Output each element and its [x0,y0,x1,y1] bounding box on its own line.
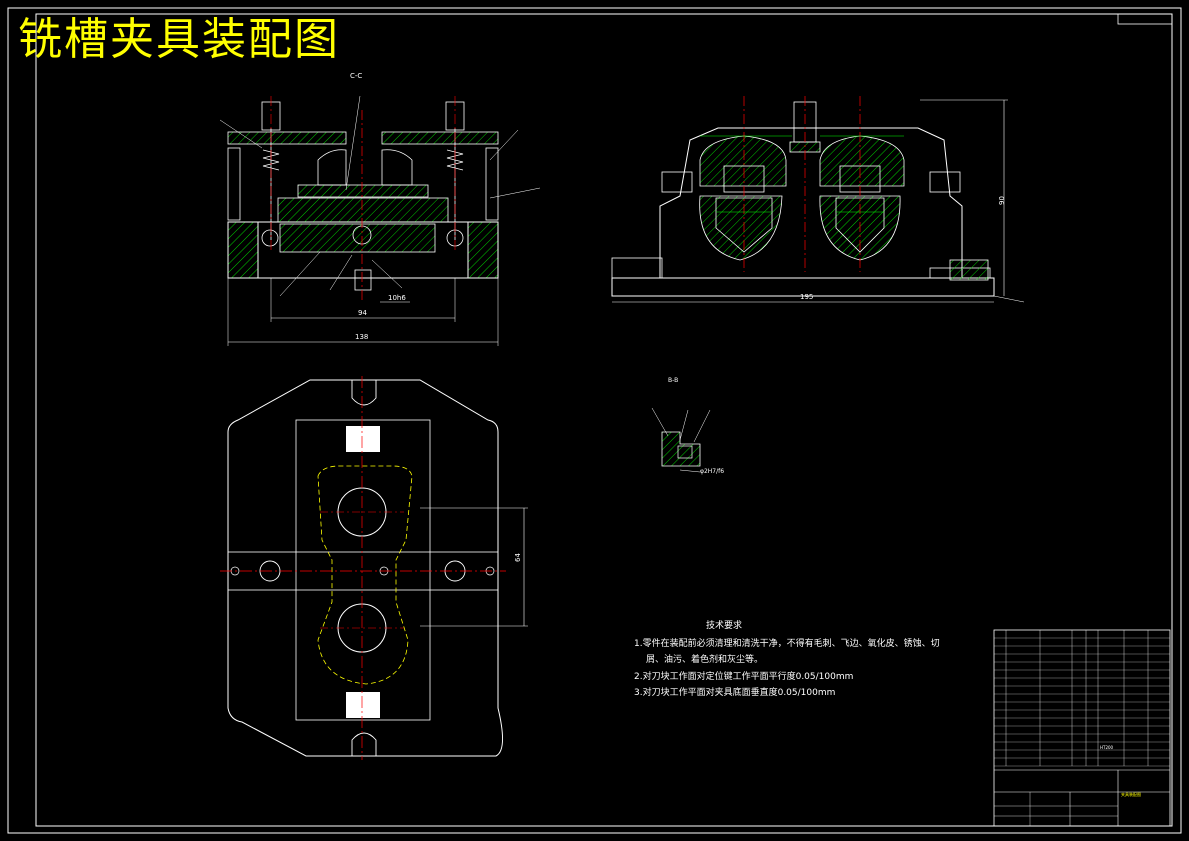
side-height-dim: 90 [998,196,1006,205]
front-overall-dim: 138 [355,333,368,341]
front-inner-dim: 94 [358,309,367,317]
corner-tag [1117,13,1173,25]
section-c-label: C-C [350,72,362,80]
requirements-heading: 技术要求 [706,621,743,631]
drawing-name-cell: 夹具装配图 [1121,791,1141,797]
drawing-title: 铣槽夹具装配图 [18,14,340,65]
section-b-label: B-B [668,377,678,384]
outer-border [7,7,1182,834]
detail-fit-dim: φ2H7/f6 [700,468,724,475]
front-fit-dim: 10h6 [388,294,406,302]
requirement-3: 3.对刀块工作平面对夹具底面垂直度0.05/100mm [634,688,836,698]
detail-view-b: B-B φ2H7/f6 [651,377,724,475]
side-view: 195 90 [611,96,1025,303]
inner-border [35,13,1173,827]
requirement-1: 1.零件在装配前必须清理和清洗干净，不得有毛刺、飞边、氧化皮、锈蚀、切 [634,639,940,649]
requirement-1-cont: 屑、油污、着色剂和灰尘等。 [646,655,764,665]
plan-view: 64 [220,376,528,760]
material-cell: HT200 [1100,745,1114,750]
plan-height-dim: 64 [514,553,522,562]
front-section-view: C-C [219,72,541,346]
title-block: HT200 夹具装配图 [993,629,1171,827]
requirement-2: 2.对刀块工作面对定位键工作平面平行度0.05/100mm [634,672,854,682]
side-length-dim: 195 [800,293,813,301]
